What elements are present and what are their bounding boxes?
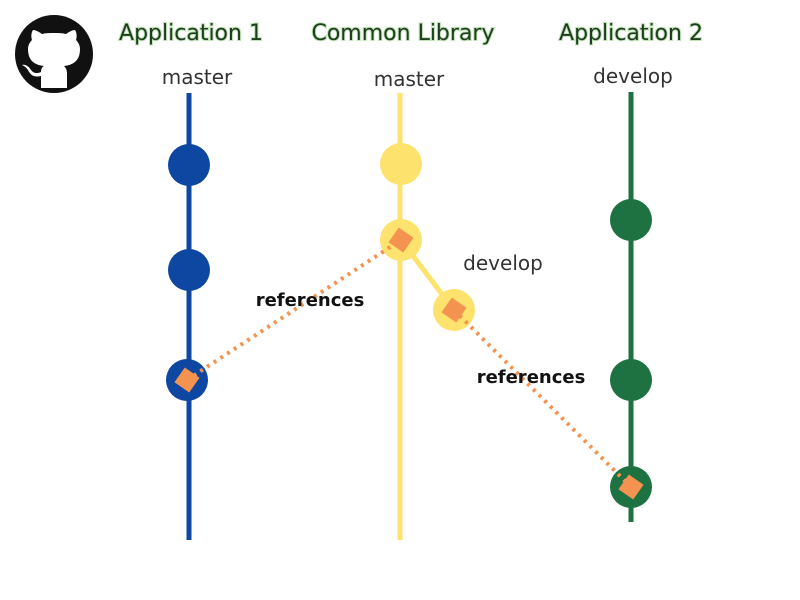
reference-marker-app2 — [618, 474, 644, 500]
reference-label-1: references — [256, 290, 365, 311]
app1-title: Application 1 — [119, 21, 263, 46]
reference-marker-lib-develop — [441, 297, 467, 323]
reference-line-2 — [452, 308, 633, 489]
lib-branch-label: master — [374, 67, 445, 91]
github-icon — [15, 15, 93, 93]
app2-title: Application 2 — [559, 21, 703, 46]
app1-branch-label: master — [162, 65, 233, 89]
reference-line-1 — [185, 238, 403, 382]
app2-branch-label: develop — [593, 64, 673, 88]
app2-commit-1[interactable] — [610, 199, 652, 241]
app1-commit-1[interactable] — [168, 144, 210, 186]
lib-develop-branch-label: develop — [463, 251, 543, 275]
reference-marker-app1 — [174, 367, 200, 393]
app2-commit-2[interactable] — [610, 359, 652, 401]
reference-marker-lib-master — [388, 227, 414, 253]
common-library-title: Common Library — [311, 21, 494, 46]
lib-commit-1[interactable] — [380, 143, 422, 185]
reference-label-2: references — [477, 367, 586, 388]
app1-commit-2[interactable] — [168, 249, 210, 291]
